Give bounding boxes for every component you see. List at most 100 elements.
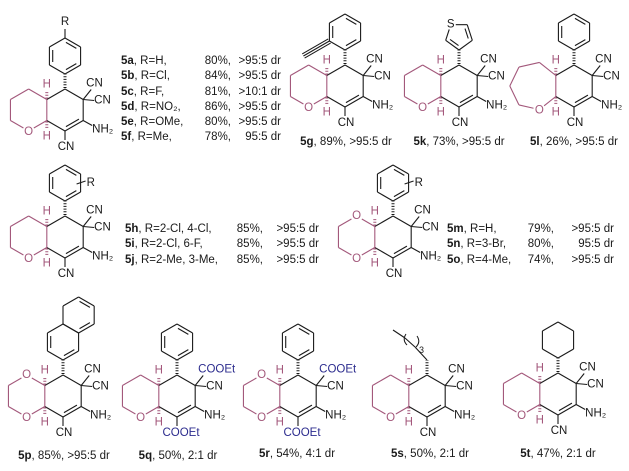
bond [404,337,416,348]
bond [64,191,81,202]
double-bond-line [65,41,77,49]
triple-bond-line [304,42,331,59]
bond [266,377,281,386]
compound-id: 5f [121,131,132,144]
double-bond-line [79,322,91,330]
bond [64,215,84,227]
nitrile-group: CN [58,268,75,280]
bond [8,406,22,415]
compound-label-5s: 5s, 50%, 2:1 dr [391,448,469,460]
yield: 80%, [204,55,231,67]
scope-row-5o: 5o, R=4-Me,74%,>95:5 dr [447,253,614,268]
bond [290,64,309,76]
bond [82,247,93,253]
nitrile-group: CN [366,54,383,66]
hydrogen-atom: H [155,417,163,429]
nitrile-group: CN [92,381,109,393]
scope-row-5e: 5e, R=OMe,80%,>95:5 dr [121,115,281,130]
double-bond-line [427,404,442,414]
scope-row-5i: 5i, R=2-Cl, 6-F,85%,>95:5 dr [125,237,319,252]
compound-label-5l: 5l, 26%, >95:5 dr [530,136,618,148]
diastereomeric-ratio: 95:5 dr [245,131,281,144]
nitrile-group: CN [587,379,604,391]
hydrogen-atom: H [405,365,413,377]
hydrogen-atom: H [41,417,49,429]
bond [282,323,299,334]
substituent-cell: 5f, R=Me, [121,130,197,145]
scope-row-5j: 5j, R=2-Me, 3-Me,85%,>95:5 dr [125,253,319,268]
bond [445,384,457,388]
bond [8,377,22,386]
substituent-cell: 5a, R=H, [121,54,197,69]
hydrogen-atom: H [155,365,163,377]
bond [158,406,178,418]
diastereomeric-ratio: >10:1 dr [238,85,281,98]
compound-id: 5c [121,85,134,98]
bond [543,96,557,107]
compound-id: 5a [121,55,134,67]
substituent: , R=H, [133,55,167,67]
hydrogen-atom: H [371,206,379,218]
oxygen-atom: O [24,253,33,265]
substituent: , R=3-Br, [460,238,507,251]
hydrogen-atom: H [552,55,560,67]
hydrogen-atom: H [323,107,331,119]
repeat-count: 3 [419,345,424,355]
bond [573,40,590,51]
bond [315,375,325,386]
r-group-label: R [87,177,95,189]
compound-id: 5g [300,136,314,148]
phenyl-substituent [557,13,591,51]
diastereomeric-ratio: >95:5 dr [238,55,281,67]
double-bond-line [298,349,310,357]
double-bond-line [345,17,357,25]
compound-result: , 89%, >95:5 dr [313,136,392,148]
bond [557,372,577,384]
bond [64,120,84,132]
bond [458,64,478,76]
compound-id: 5m [447,223,464,235]
nitrile-group: CN [338,117,355,129]
bond [408,406,428,418]
bond [10,120,24,129]
bond [476,65,486,76]
bond [282,350,299,361]
bond [445,29,450,41]
oxygen-atom: O [304,102,313,114]
bond [194,375,204,386]
scope-row-5b: 5b, R=Cl,84%,>95:5 dr [121,69,281,84]
bond [33,247,48,256]
bond [338,218,352,227]
bond [392,247,412,259]
hydrogen-atom: H [437,107,445,119]
2-naphthyl-substituent [46,296,95,361]
double-bond-line [574,17,586,25]
substituent-cell: 5d, R=NO₂, [121,100,197,115]
bond [78,323,95,334]
oxygen-atom: O [22,412,31,424]
compound-id: 5h [125,223,139,235]
substituent-cell: 5c, R=F, [121,85,197,100]
bond [47,350,64,361]
bond [10,88,29,100]
bond [10,247,24,256]
bond [518,61,540,68]
compound-label-5k: 5k, 73%, >95:5 dr [413,136,504,148]
bond [518,104,534,109]
bond [64,164,81,175]
bond [377,191,394,202]
hydrogen-atom: H [43,258,51,270]
amino-group: NH₂ [204,410,225,422]
bond [509,66,520,87]
bond [62,406,82,418]
diastereomeric-ratio: >95:5 dr [238,100,281,113]
bond [80,375,90,386]
bond [377,164,394,175]
bond [329,40,346,51]
yield: 85%, [236,223,263,235]
para-R-phenyl-substituent: R [48,16,82,75]
double-bond-line [298,404,313,414]
